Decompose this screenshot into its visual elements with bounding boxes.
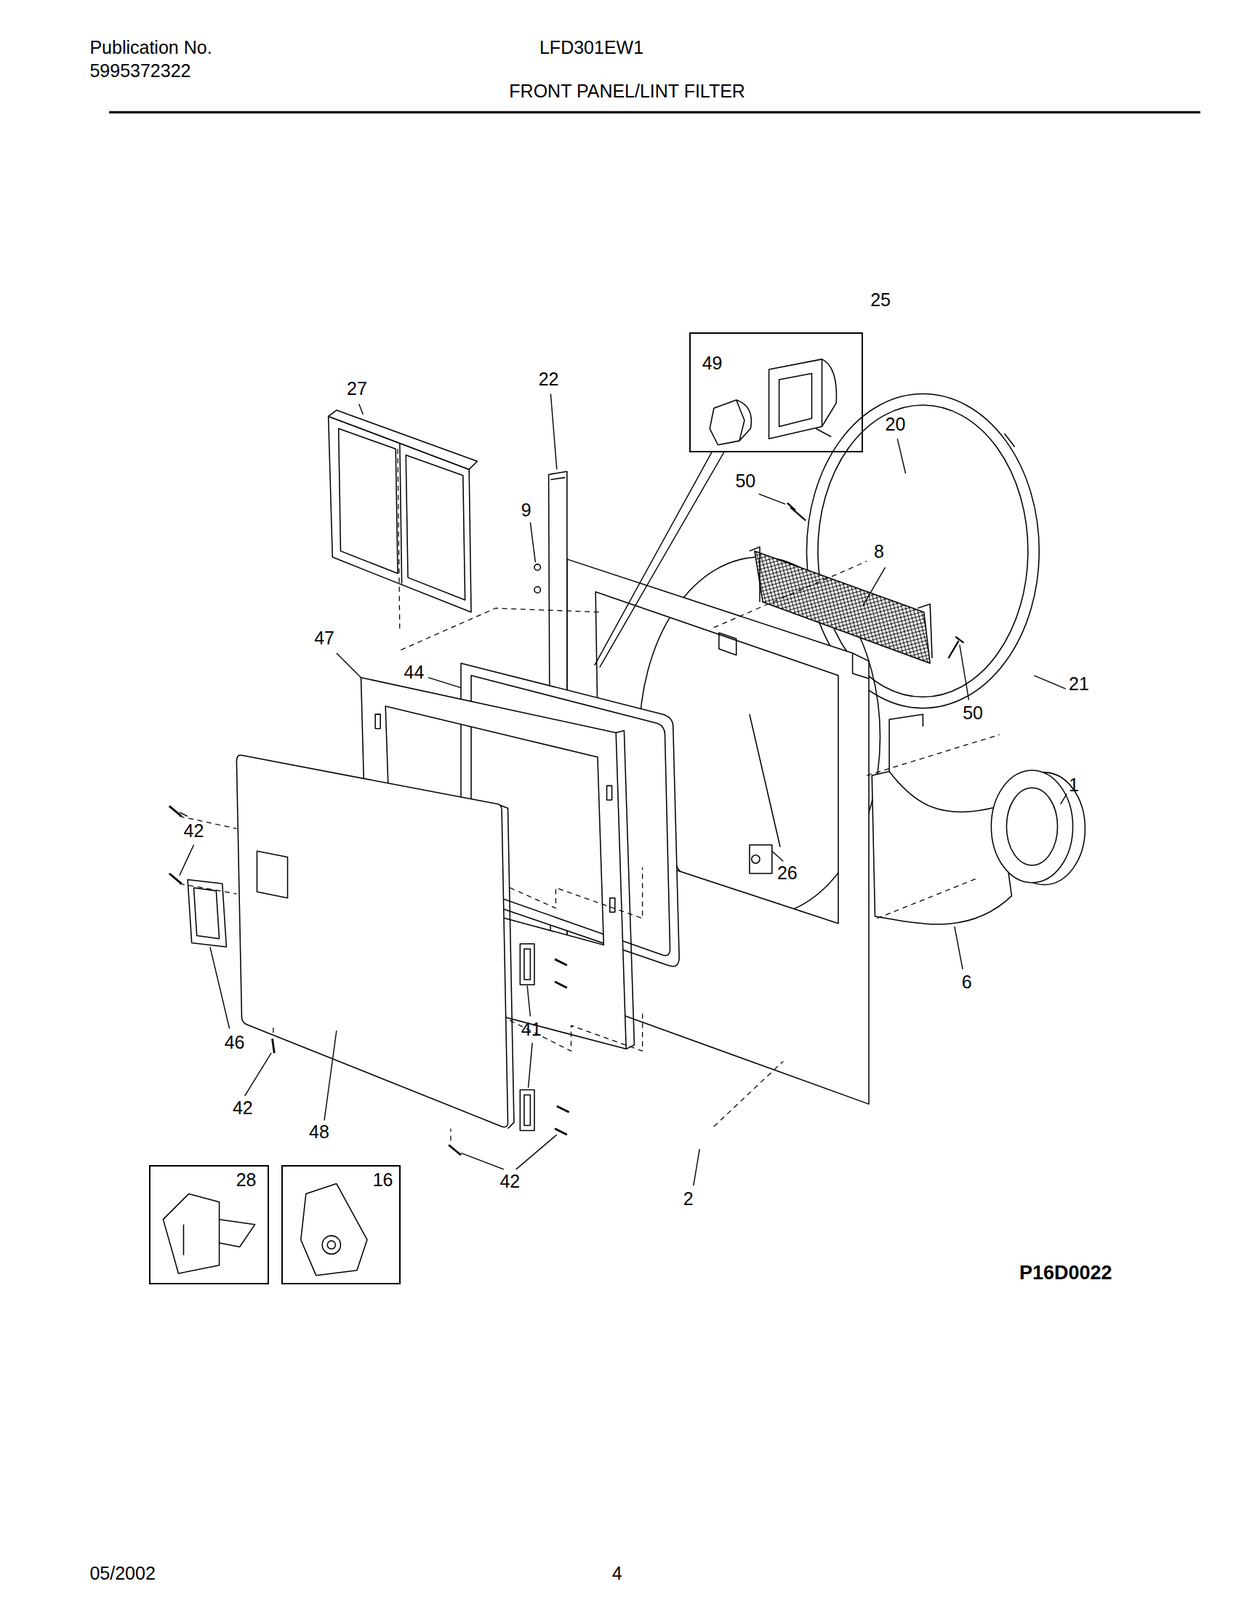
callout-number: 26 [777,863,798,884]
callout-number: 1 [1068,775,1079,797]
leader-line [179,394,1067,1186]
duct-bracket [889,713,923,772]
screw [787,503,965,658]
callout-number: 42 [499,1171,520,1192]
lint-filter [328,410,478,613]
callout-number: 25 [870,290,891,311]
lint-screen [754,551,930,664]
callout-number: 50 [735,471,756,492]
callout-number: 6 [961,972,973,993]
callout-number: 47 [314,628,335,650]
inset-box: 2549 [689,332,863,452]
inset-box: 16 [281,1164,401,1284]
callout-number: 2 [683,1188,694,1210]
callout-number: 44 [404,662,425,683]
page-info: 5995372322 [89,61,191,82]
callout-number: 20 [885,414,906,435]
screen-bracket [749,546,933,658]
inset-parts [162,359,837,1276]
door-handle [187,879,227,947]
callout-number: 49 [702,353,723,374]
page-info: Publication No. [89,37,212,59]
callout-number: 50 [962,703,983,724]
page-info: 4 [612,1563,623,1584]
callout-number: 42 [183,821,205,842]
door-switch [749,713,781,874]
inset-box: 28 [149,1164,270,1284]
exhaust-duct [871,771,1012,925]
assembly-guide [179,448,1000,1141]
callout-number: 16 [372,1169,394,1191]
callout-number: 9 [521,500,532,521]
callout-number: 42 [232,1097,254,1119]
callout-number: 41 [521,1019,542,1040]
callout-number: 21 [1068,674,1090,696]
door-panel [236,754,515,1129]
page-info: LFD301EW1 [539,37,644,59]
page-info: P16D0022 [1019,1262,1113,1284]
callout-number: 22 [538,369,560,390]
callout-number: 48 [309,1122,330,1143]
duct-seal [990,769,1085,885]
callout-number: 46 [224,1032,246,1053]
screw [534,564,541,571]
screw [169,805,570,1155]
callout-number: 8 [873,541,885,563]
screw [534,586,541,593]
page-title: FRONT PANEL/LINT FILTER [508,82,746,103]
header-rule [109,111,1201,114]
callout-number: 27 [346,378,368,400]
page-info: 05/2002 [89,1563,155,1584]
callout-number: 28 [236,1169,257,1191]
